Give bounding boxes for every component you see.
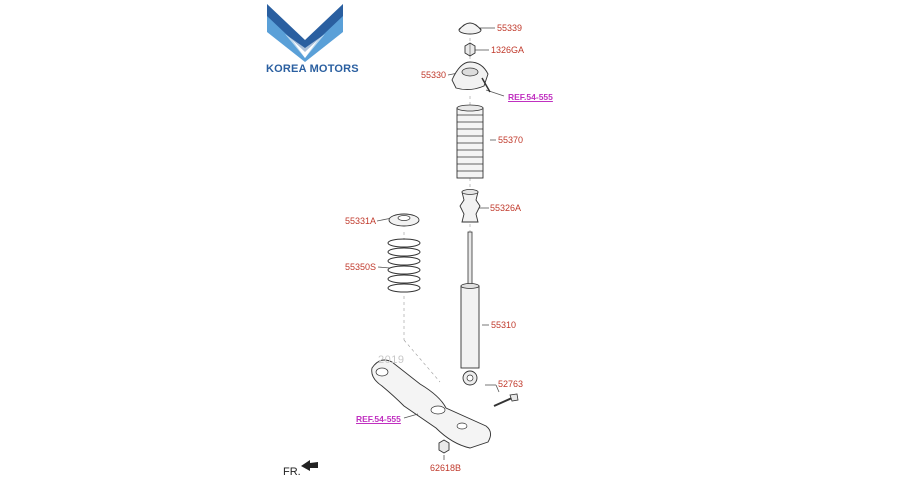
logo-text: KOREA MOTORS xyxy=(266,63,359,75)
part-55350s-coil-spring xyxy=(387,238,421,293)
center-lines xyxy=(403,38,471,383)
diagram-stamp: 2019 xyxy=(378,354,405,366)
part-55330-mount xyxy=(451,61,491,93)
korea-motors-logo-mark xyxy=(267,4,343,62)
part-55370-dust-cover xyxy=(456,104,484,179)
label-55330: 55330 xyxy=(421,70,447,80)
part-55310-shock-absorber xyxy=(460,231,480,386)
label-55370: 55370 xyxy=(498,135,524,145)
label-55350s: 55350S xyxy=(345,262,377,272)
lower-control-arm xyxy=(371,359,491,449)
ref-link-bottom[interactable]: REF.54-555 xyxy=(356,414,401,424)
part-62618b-nut xyxy=(438,439,450,454)
label-1326ga: 1326GA xyxy=(491,45,525,55)
label-62618b: 62618B xyxy=(430,463,462,473)
ref-link-top[interactable]: REF.54-555 xyxy=(508,92,553,102)
label-55310: 55310 xyxy=(491,320,517,330)
label-52763: 52763 xyxy=(498,379,524,389)
part-55326a-bumper xyxy=(459,189,481,223)
front-orientation-label: FR. xyxy=(283,466,301,478)
label-55339: 55339 xyxy=(497,23,523,33)
part-1326ga-nut xyxy=(464,42,476,57)
part-55339-cap xyxy=(458,22,482,35)
leader-ref-bottom xyxy=(403,413,419,419)
label-55331a: 55331A xyxy=(345,216,377,226)
front-direction-arrow-icon xyxy=(301,460,318,471)
part-52763-bolt xyxy=(493,393,519,407)
label-55326a: 55326A xyxy=(490,203,522,213)
part-55331a-spring-seat xyxy=(388,213,420,227)
